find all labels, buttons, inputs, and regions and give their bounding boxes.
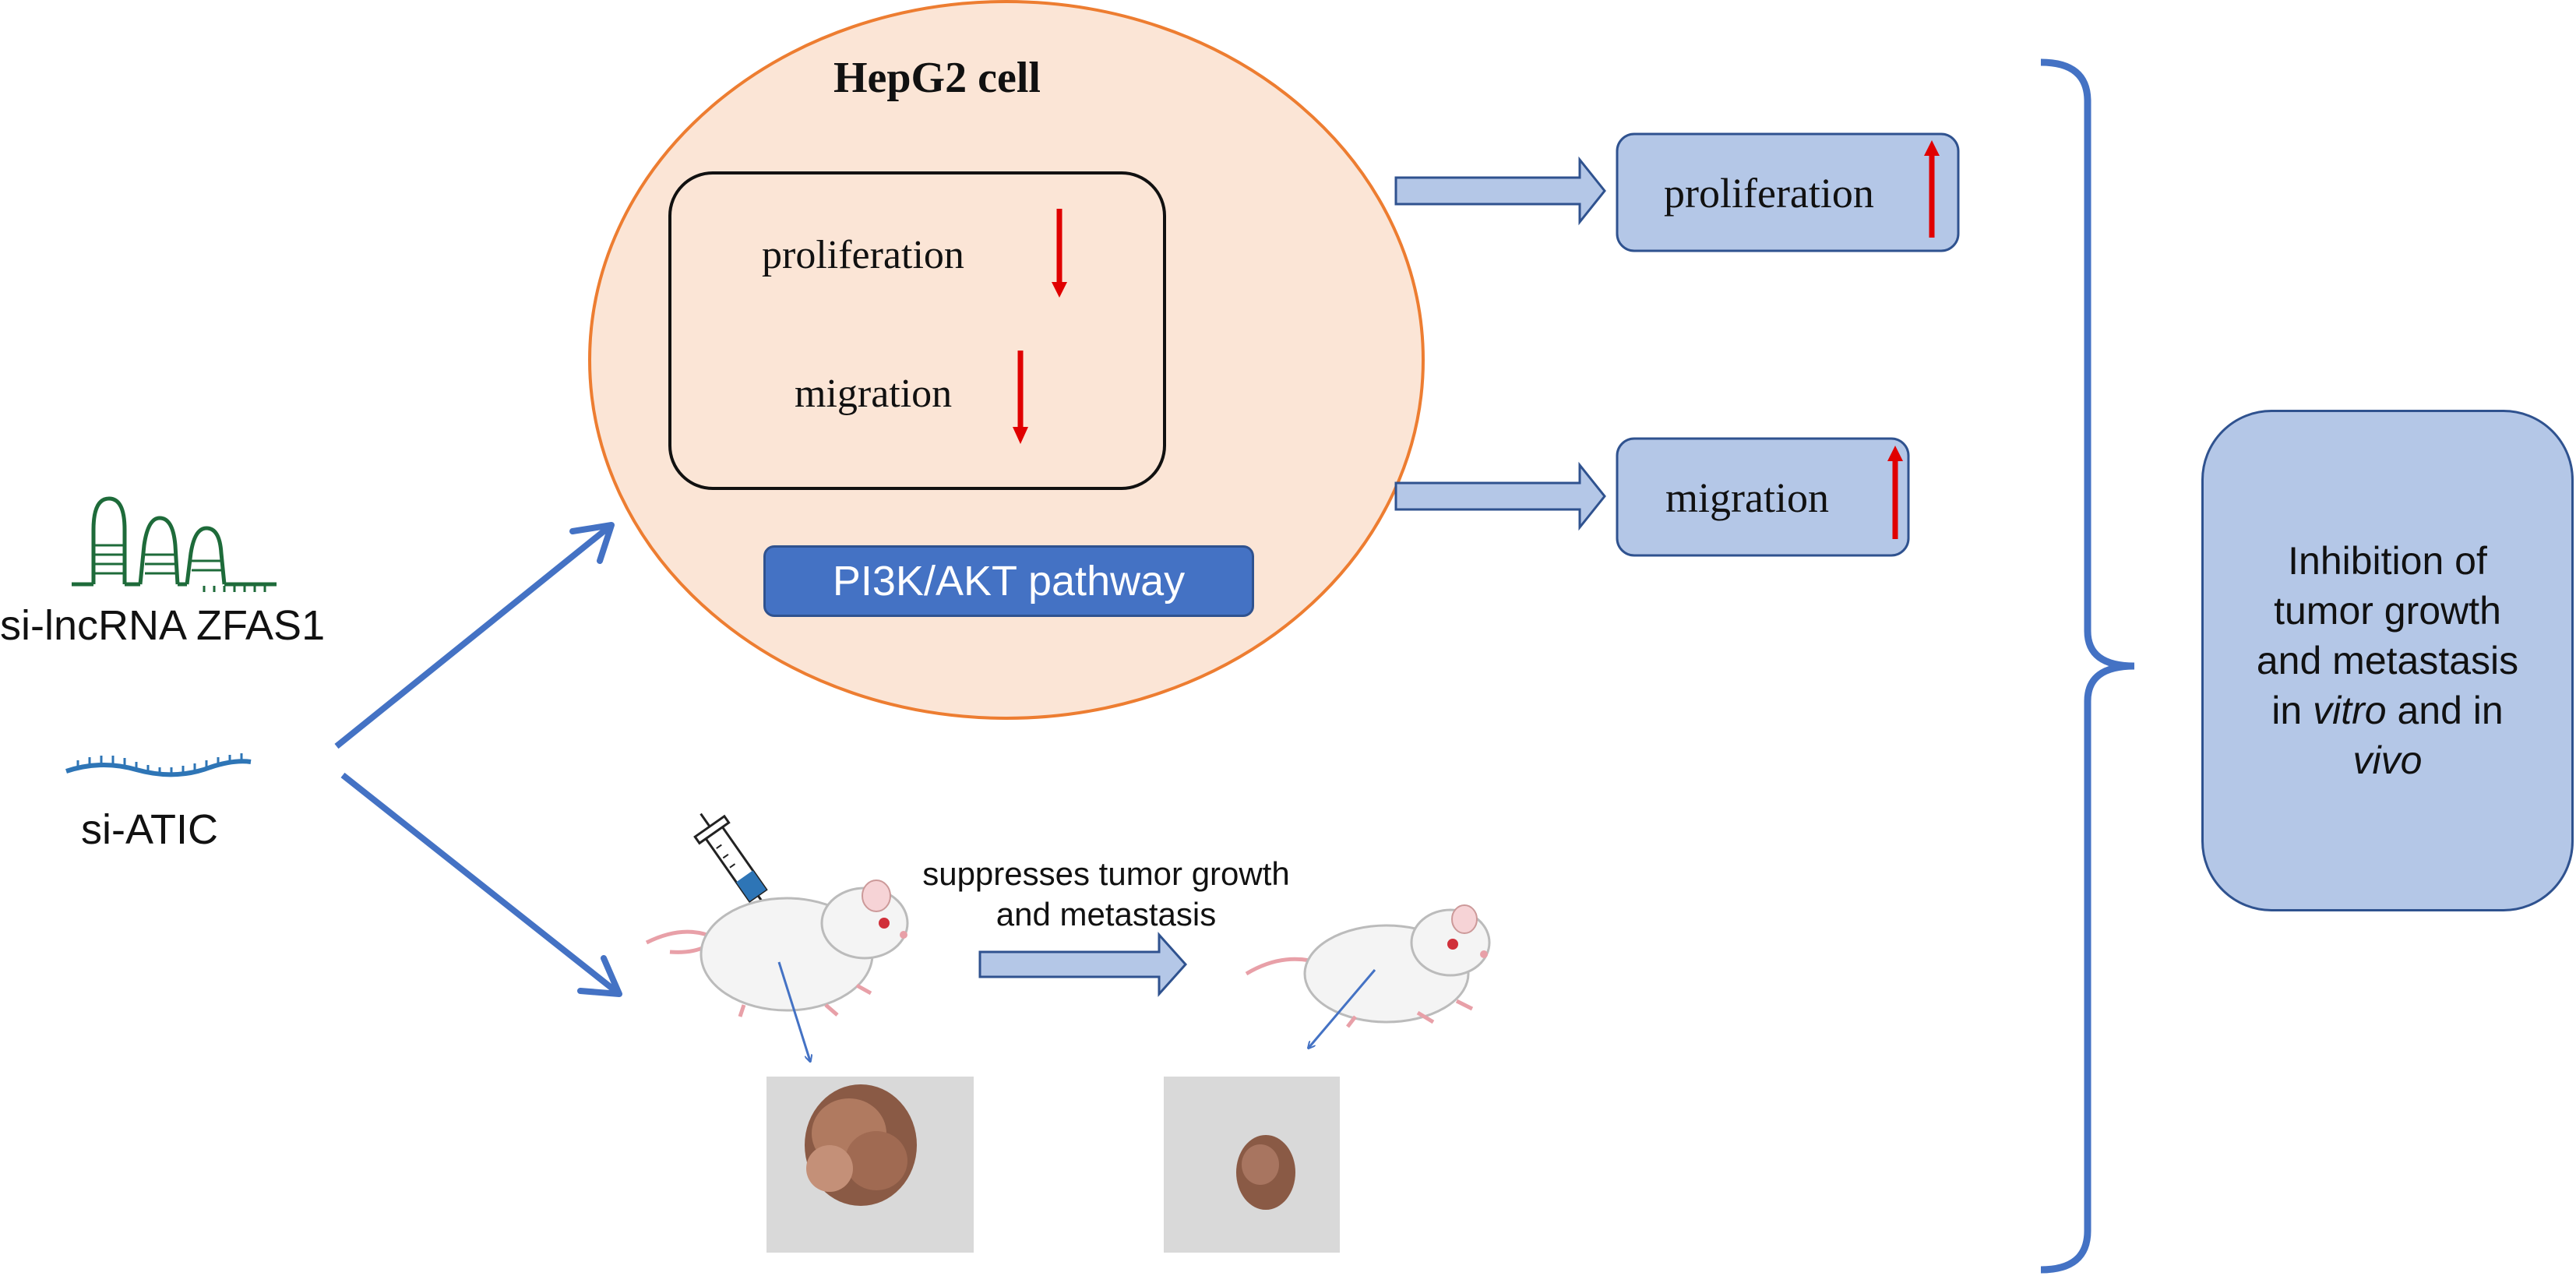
inner-effects-box [668,171,1166,490]
invivo-caption-line1: suppresses tumor growth [922,855,1290,892]
rna-hairpin-icon [72,496,277,592]
conclusion-line4-b: vitro [2313,689,2387,732]
conclusion-line5: vivo [2257,735,2518,785]
block-arrow-suppression [978,932,1188,997]
outcome-migration-box [1616,437,1910,557]
atic-label: si-ATIC [81,806,218,853]
inner-proliferation-label: proliferation [762,233,964,277]
invivo-caption-line2: and metastasis [996,896,1217,932]
invivo-caption: suppresses tumor growth and metastasis [888,854,1324,935]
block-arrow-to-proliferation [1394,156,1606,226]
inner-migration-label: migration [795,372,953,416]
rna-strand-icon [65,753,252,777]
arrow-to-mice [340,772,622,997]
outcome-proliferation-box [1616,132,1960,252]
up-arrow-proliferation [1924,140,1940,238]
conclusion-line4-a: in [2271,689,2313,732]
cell-title: HepG2 cell [833,54,1041,102]
conclusion-line1: Inhibition of [2288,539,2487,583]
conclusion-text: Inhibition of tumor growth and metastasi… [2257,536,2518,785]
arrow-mouse-right-to-tumor [1309,969,1376,1048]
mouse-icon-right [1245,904,1491,1028]
conclusion-box: Inhibition of tumor growth and metastasi… [2201,410,2574,911]
arrow-mouse-left-to-tumor [777,961,810,1061]
pathway-label: PI3K/AKT pathway [763,545,1254,617]
up-arrow-migration [1887,446,1903,539]
lncrna-label: si-lncRNA ZFAS1 [0,602,326,649]
syringe-icon [693,812,777,922]
down-arrow-proliferation [1052,209,1067,298]
conclusion-line4-c: and in [2386,689,2504,732]
down-arrow-migration [1013,351,1028,444]
curly-brace [2040,58,2135,1274]
conclusion-line3: and metastasis [2256,639,2519,682]
conclusion-line4: in vitro and in [2257,686,2518,735]
outcome-proliferation-label: proliferation [1664,170,1874,217]
conclusion-line5-vivo: vivo [2352,738,2423,782]
mouse-icon-left [645,879,909,1017]
outcome-migration-label: migration [1665,474,1829,521]
conclusion-line2: tumor growth [2274,589,2501,633]
tumor-photo-large [766,1077,974,1253]
arrow-to-cell [334,522,615,749]
block-arrow-to-migration [1394,461,1606,531]
tumor-photo-small [1164,1077,1340,1253]
